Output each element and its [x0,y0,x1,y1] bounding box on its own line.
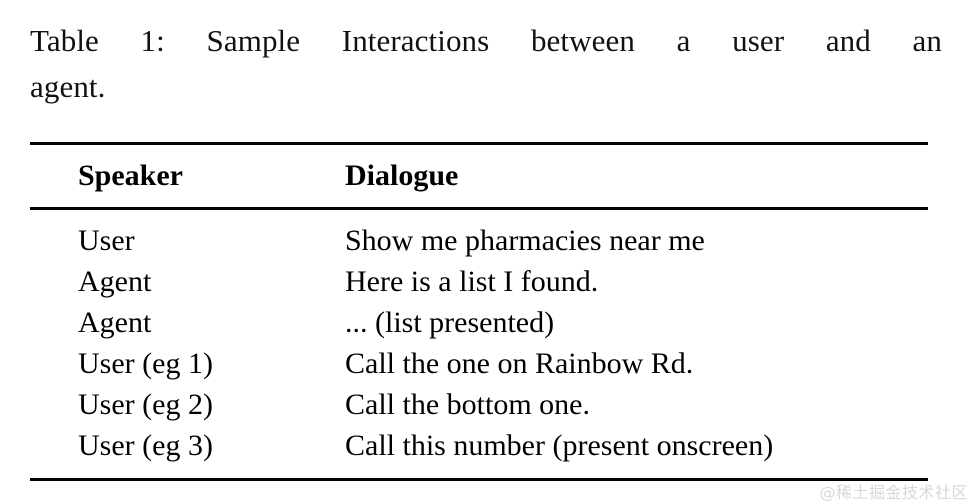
column-header-speaker: Speaker [78,159,183,192]
caption-line-1: Table 1: Sample Interactions between a u… [30,23,942,58]
table-row: User (eg 3) Call this number (present on… [30,425,928,466]
table-row: Agent Here is a list I found. [30,261,928,302]
cell-dialogue: Call the bottom one. [345,388,590,421]
table-row: Agent ... (list presented) [30,302,928,343]
table-header-row: Speaker Dialogue [30,145,928,207]
cell-speaker: Agent [78,265,152,298]
watermark: @稀土掘金技术社区 [819,483,968,502]
table-bottom-rule [30,478,928,481]
table-row: User (eg 2) Call the bottom one. [30,384,928,425]
table-body: User Show me pharmacies near me Agent He… [30,210,928,478]
cell-dialogue: Show me pharmacies near me [345,224,705,257]
caption-line-2: agent. [30,69,106,104]
cell-speaker: User [78,224,135,257]
cell-dialogue: Call this number (present onscreen) [345,429,774,462]
table-top-rule [30,142,928,145]
table-row: User (eg 1) Call the one on Rainbow Rd. [30,343,928,384]
cell-dialogue: Here is a list I found. [345,265,599,298]
cell-speaker: User (eg 1) [78,347,213,380]
table-header-rule [30,207,928,210]
cell-dialogue: ... (list presented) [345,306,555,339]
column-header-dialogue: Dialogue [345,159,459,192]
sample-interactions-table: Speaker Dialogue User Show me pharmacies… [30,142,928,481]
table-row: User Show me pharmacies near me [30,220,928,261]
table-caption: Table 1: Sample Interactions between a u… [30,18,942,110]
cell-speaker: Agent [78,306,152,339]
cell-dialogue: Call the one on Rainbow Rd. [345,347,694,380]
cell-speaker: User (eg 3) [78,429,213,462]
cell-speaker: User (eg 2) [78,388,213,421]
